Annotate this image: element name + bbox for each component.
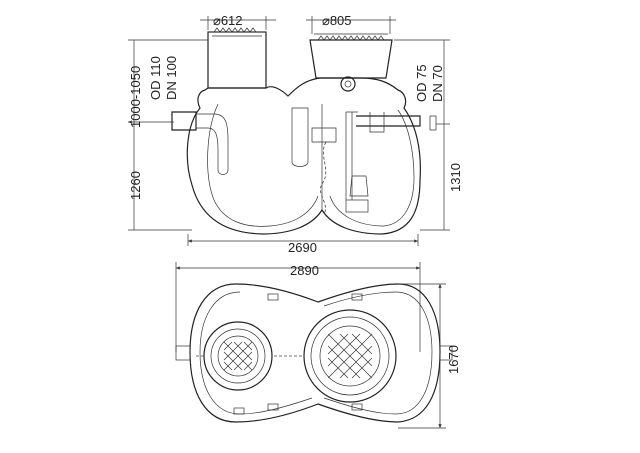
plan-tank-outline: [189, 283, 441, 423]
outlet-pipe: [356, 115, 421, 127]
dim-od-110: OD 110: [148, 56, 163, 100]
dim-top-left-diameter: ⌀612: [213, 13, 243, 28]
dim-top-right-diameter: ⌀805: [322, 13, 352, 28]
dim-width-2690: 2690: [288, 240, 317, 255]
tank-body-outline: [186, 77, 421, 235]
dim-dn-70: DN 70: [430, 65, 445, 102]
plan-view: [175, 262, 453, 429]
inlet-pipe: [171, 111, 197, 131]
dim-dn-100: DN 100: [164, 56, 179, 100]
dim-width-2890: 2890: [290, 263, 319, 278]
dim-depth-1670: 1670: [446, 345, 461, 374]
dim-height-1000-1050: 1000-1050: [128, 66, 143, 128]
side-elevation-view: [171, 27, 437, 235]
dim-height-1260: 1260: [128, 171, 143, 200]
left-manhole-riser: [207, 31, 267, 89]
side-view-dimensions: [128, 16, 450, 246]
right-manhole-riser: [309, 39, 393, 79]
dim-height-1310: 1310: [448, 163, 463, 192]
plan-right-manhole: [303, 309, 397, 403]
dim-od-75: OD 75: [414, 64, 429, 102]
